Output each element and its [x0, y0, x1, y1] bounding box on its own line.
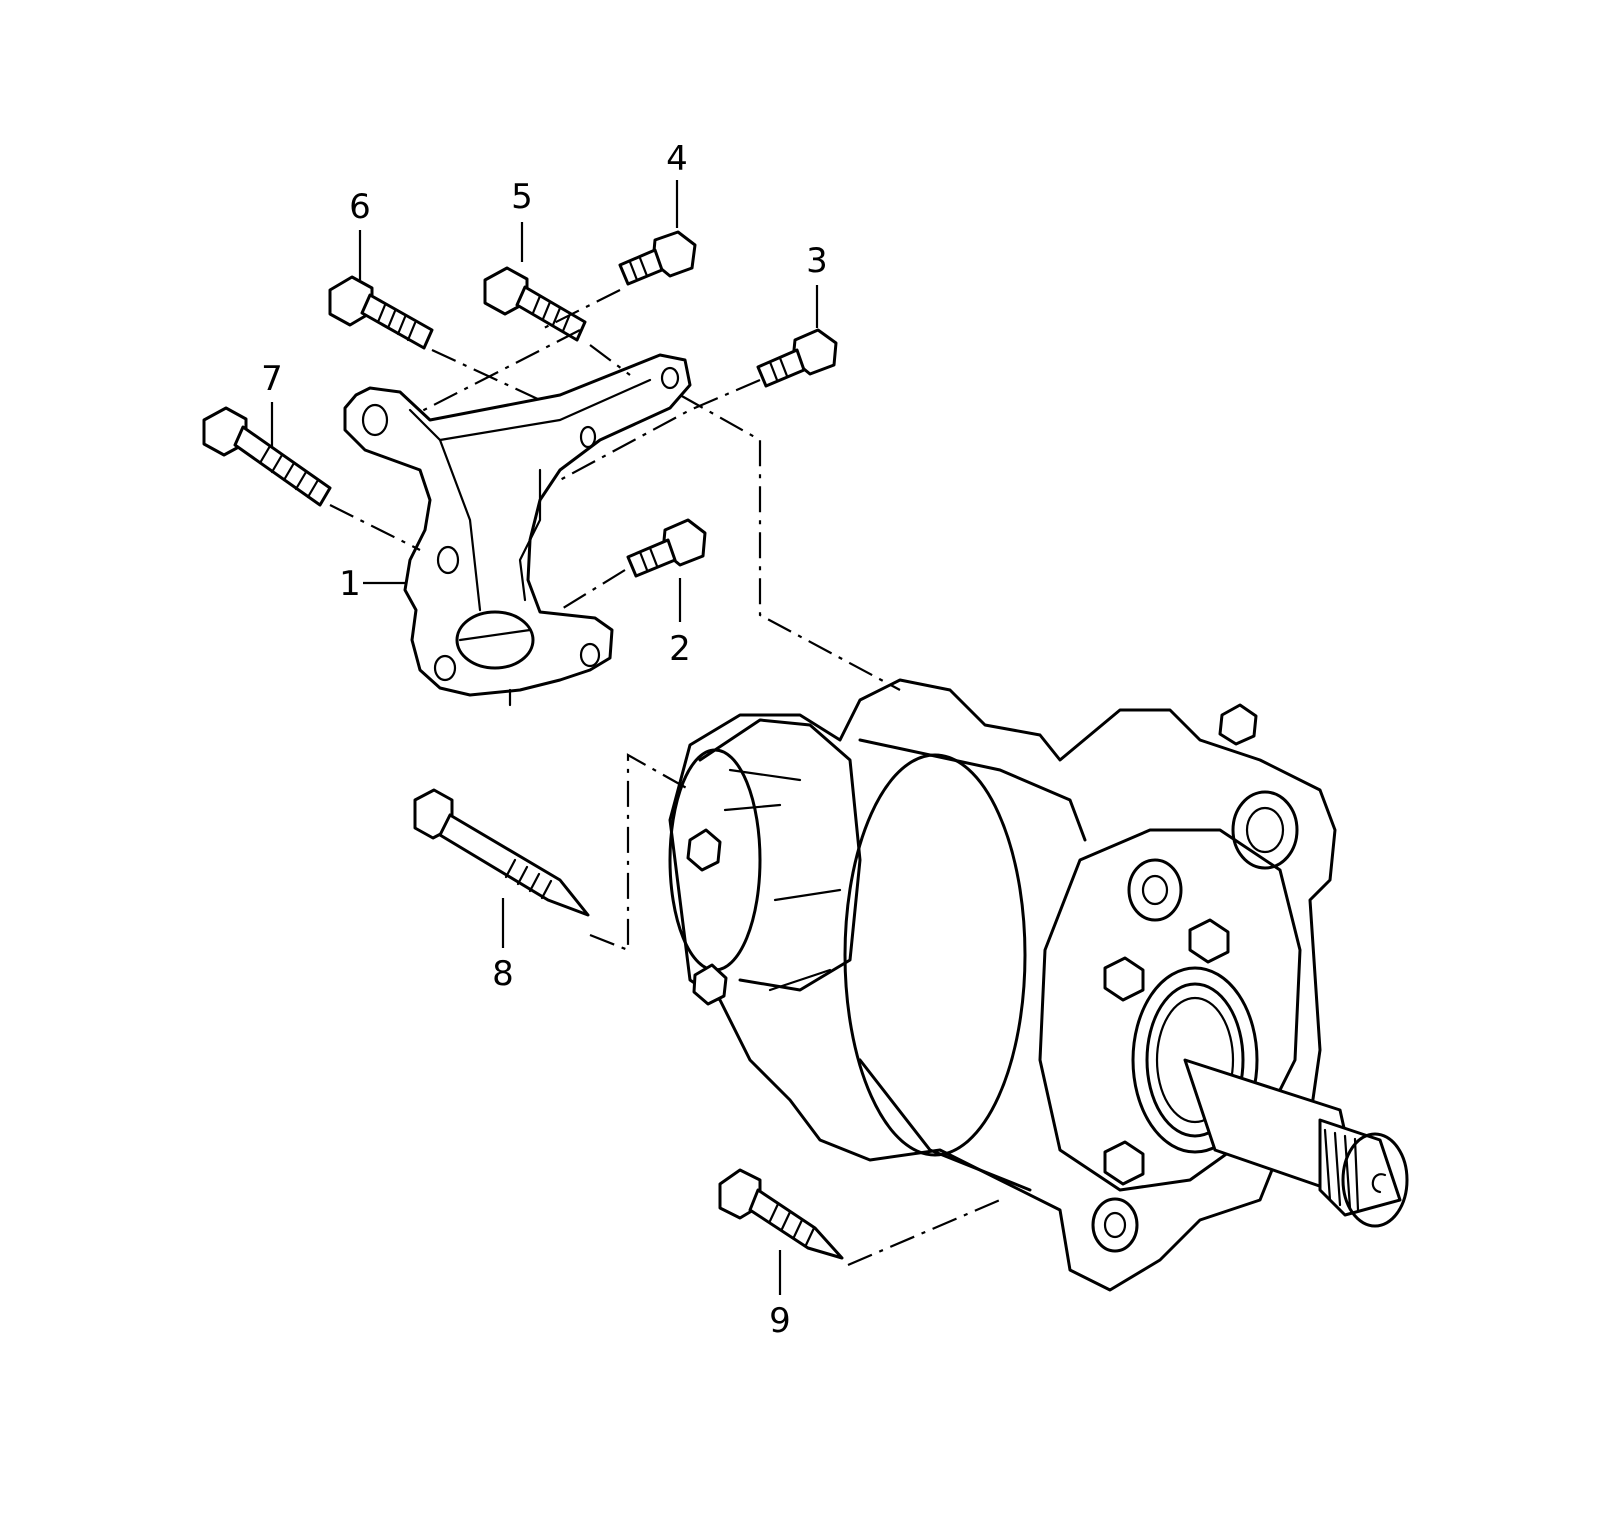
callout-4: 4 [666, 139, 688, 179]
bolt-3[interactable] [756, 328, 838, 388]
mounting-bracket[interactable] [343, 353, 692, 707]
output-shaft[interactable] [1183, 1058, 1409, 1228]
callout-5: 5 [511, 177, 533, 217]
callout-6: 6 [349, 187, 371, 227]
bolt-4[interactable] [618, 230, 697, 286]
leader-lines [270, 180, 819, 1295]
bolt-9[interactable] [718, 1168, 844, 1260]
bolt-8[interactable] [413, 788, 590, 917]
callout-numbers: 1 2 3 4 5 6 7 8 9 [261, 139, 828, 1341]
bolt-2[interactable] [626, 518, 707, 578]
callout-3: 3 [806, 241, 828, 281]
callout-1: 1 [339, 564, 361, 604]
callout-8: 8 [492, 954, 514, 994]
callout-9: 9 [769, 1301, 791, 1341]
bolt-7[interactable] [202, 406, 332, 507]
bolt-5[interactable] [483, 266, 587, 342]
assembly-lines [329, 289, 1001, 1267]
callout-7: 7 [261, 359, 283, 399]
callout-2: 2 [669, 629, 691, 669]
bolt-6[interactable] [328, 275, 434, 350]
transfer-case-housing[interactable] [668, 678, 1337, 1292]
